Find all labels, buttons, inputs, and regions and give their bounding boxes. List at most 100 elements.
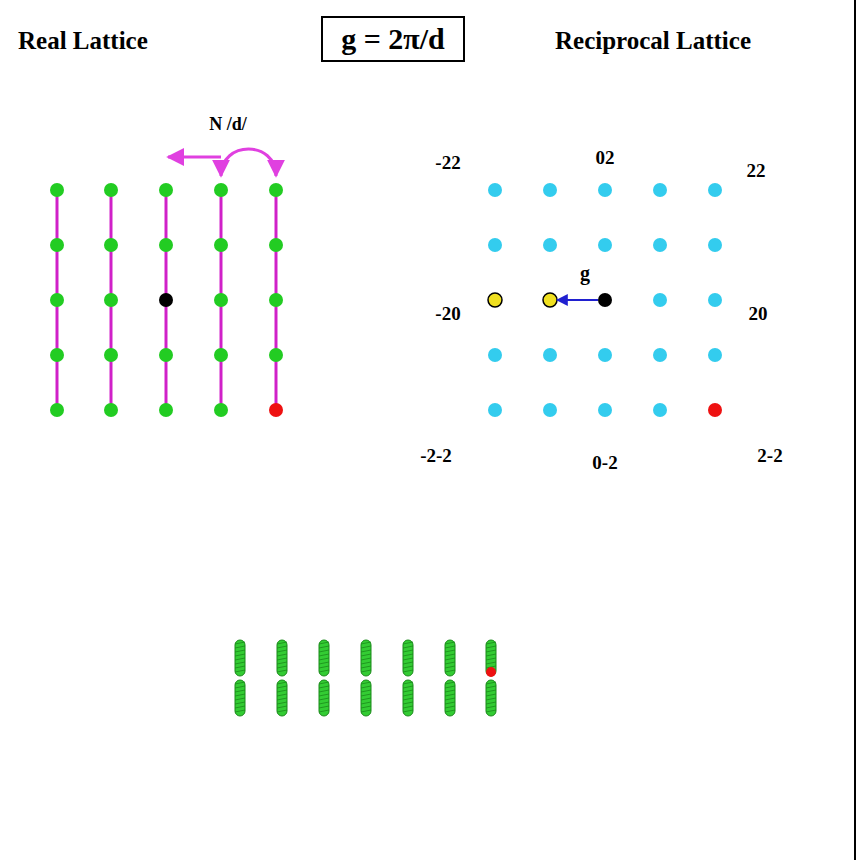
rod-hatch — [319, 698, 329, 700]
index-label: 02 — [596, 148, 615, 167]
reciprocal-point — [708, 403, 722, 417]
lattice-point — [486, 667, 496, 677]
lattice-point — [269, 348, 283, 362]
reciprocal-point — [543, 183, 557, 197]
lattice-point — [214, 183, 228, 197]
reciprocal-point — [488, 293, 502, 307]
lattice-point — [50, 348, 64, 362]
lattice-rod — [235, 640, 245, 676]
lattice-rod — [403, 680, 413, 716]
lattice-rod — [319, 680, 329, 716]
lattice-point — [159, 293, 173, 307]
rod-hatch — [235, 654, 245, 656]
rod-hatch — [235, 642, 245, 644]
rod-hatch — [319, 710, 329, 712]
rod-hatch — [235, 682, 245, 684]
rod-hatch — [445, 698, 455, 700]
rod-hatch — [361, 686, 371, 688]
lattice-rod — [277, 680, 287, 716]
lattice-rod — [486, 640, 496, 676]
rod-hatch — [235, 698, 245, 700]
rod-hatch — [445, 706, 455, 708]
rod-hatch — [235, 710, 245, 712]
rod-hatch — [403, 670, 413, 672]
lattice-rod — [319, 640, 329, 676]
reciprocal-point — [598, 403, 612, 417]
lattice-rod — [403, 640, 413, 676]
rod-hatch — [445, 650, 455, 652]
rod-hatch — [277, 658, 287, 660]
rod-hatch — [486, 694, 496, 696]
rod-hatch — [361, 682, 371, 684]
rod-hatch — [445, 686, 455, 688]
rod-hatch — [486, 642, 496, 644]
lattice-point — [214, 238, 228, 252]
reciprocal-point — [653, 403, 667, 417]
rod-hatch — [486, 702, 496, 704]
index-label: 22 — [747, 161, 766, 180]
rod-hatch — [403, 694, 413, 696]
rod-hatch — [403, 710, 413, 712]
rod-hatch — [235, 690, 245, 692]
rod-hatch — [403, 642, 413, 644]
rod-hatch — [319, 670, 329, 672]
rod-hatch — [486, 706, 496, 708]
lattice-rod — [277, 640, 287, 676]
rod-hatch — [319, 642, 329, 644]
rod-hatch — [361, 650, 371, 652]
rod-hatch — [445, 646, 455, 648]
rod-hatch — [486, 686, 496, 688]
lattice-point — [50, 238, 64, 252]
rod-hatch — [277, 702, 287, 704]
rod-hatch — [361, 666, 371, 668]
rod-hatch — [361, 658, 371, 660]
lattice-point — [159, 183, 173, 197]
rod-hatch — [445, 662, 455, 664]
panel-heading: Reciprocal Lattice — [555, 28, 751, 53]
rod-hatch — [486, 710, 496, 712]
rod-hatch — [277, 654, 287, 656]
rod-hatch — [486, 650, 496, 652]
rod-hatch — [361, 690, 371, 692]
rod-hatch — [486, 690, 496, 692]
rod-hatch — [486, 646, 496, 648]
index-label: 20 — [749, 304, 768, 323]
rod-hatch — [277, 682, 287, 684]
rod-hatch — [445, 658, 455, 660]
reciprocal-point — [543, 238, 557, 252]
rod-hatch — [277, 694, 287, 696]
rod-hatch — [277, 710, 287, 712]
lattice-point — [159, 403, 173, 417]
formula-box: g = 2π/d — [321, 16, 465, 62]
reciprocal-point — [653, 293, 667, 307]
rod-hatch — [403, 650, 413, 652]
reciprocal-point — [488, 238, 502, 252]
lattice-rod — [361, 680, 371, 716]
rod-hatch — [235, 694, 245, 696]
lattice-rod — [445, 680, 455, 716]
reciprocal-point — [543, 348, 557, 362]
lattice-point — [50, 293, 64, 307]
rod-hatch — [277, 670, 287, 672]
rod-hatch — [403, 698, 413, 700]
rod-hatch — [235, 666, 245, 668]
rod-hatch — [445, 702, 455, 704]
lattice-point — [214, 348, 228, 362]
reciprocal-point — [598, 348, 612, 362]
rod-hatch — [277, 662, 287, 664]
rod-hatch — [445, 654, 455, 656]
rod-hatch — [277, 642, 287, 644]
index-label: 0-2 — [592, 453, 617, 472]
reciprocal-point — [488, 348, 502, 362]
lattice-point — [159, 238, 173, 252]
rod-hatch — [486, 654, 496, 656]
lattice-point — [269, 238, 283, 252]
rod-hatch — [277, 706, 287, 708]
rod-hatch — [319, 646, 329, 648]
lattice-rod — [361, 640, 371, 676]
rod-hatch — [403, 702, 413, 704]
rod-hatch — [277, 650, 287, 652]
lattice-point — [104, 238, 118, 252]
rod-hatch — [319, 654, 329, 656]
